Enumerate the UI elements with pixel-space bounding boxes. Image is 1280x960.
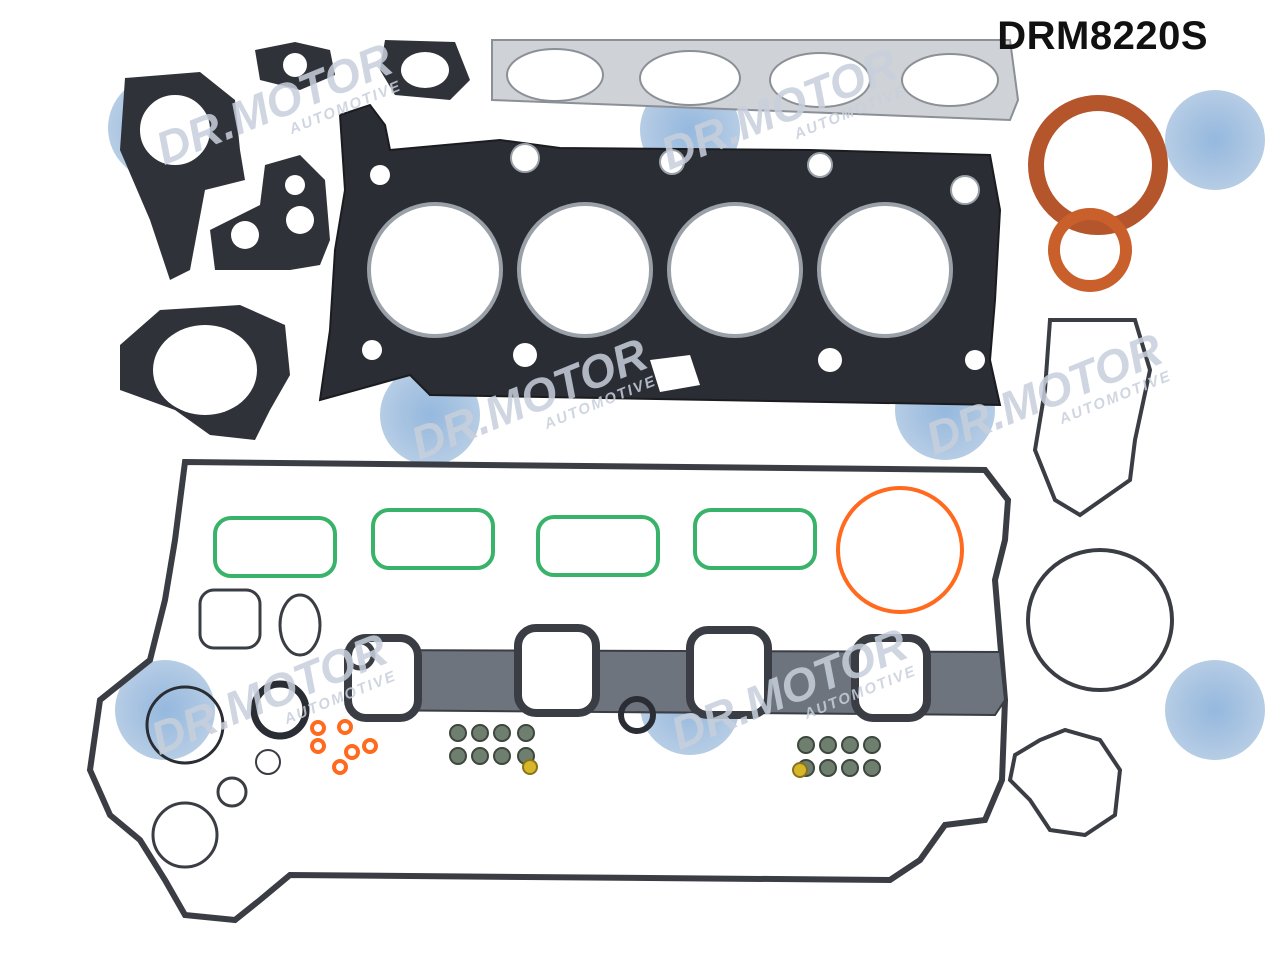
intake-manifold-gaskets xyxy=(213,508,817,578)
valve-stem-seals xyxy=(449,724,881,778)
exhaust-manifold-gasket xyxy=(491,39,1020,122)
injector-orings xyxy=(310,719,378,775)
cylinder-head-gasket xyxy=(318,103,1002,407)
timing-cover-gasket xyxy=(1007,318,1174,838)
crankshaft-seals xyxy=(1028,95,1168,292)
manifold-gasket-strip xyxy=(343,624,1007,722)
product-code: DRM8220S xyxy=(997,14,1208,58)
small-orings xyxy=(145,588,656,869)
valve-cover-gasket xyxy=(86,458,1012,924)
small-gaskets-top-left xyxy=(120,40,470,440)
throttle-body-oring xyxy=(836,486,964,614)
